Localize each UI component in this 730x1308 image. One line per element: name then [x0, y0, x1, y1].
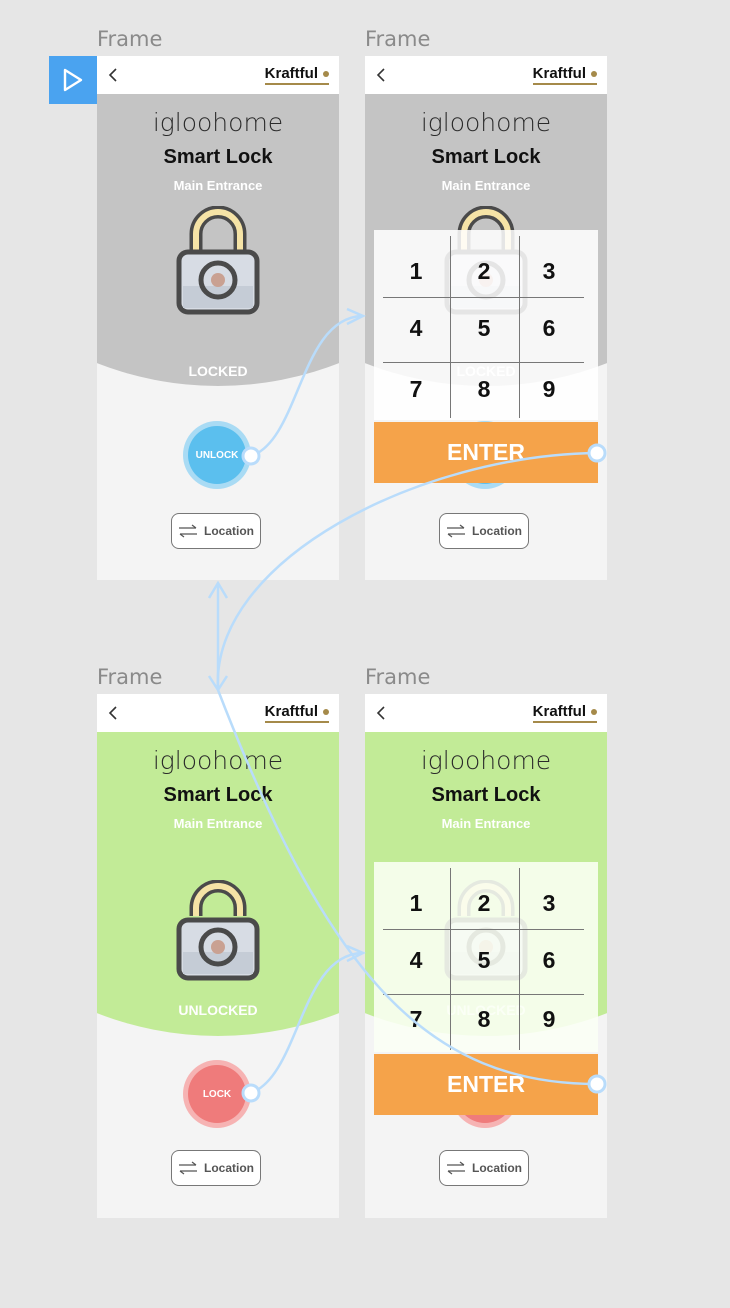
screen-unlocked: Kraftful igloohome Smart Lock Main Entra… [97, 694, 339, 1218]
keypad-key-6[interactable]: 6 [542, 314, 556, 341]
top-bar: Kraftful [365, 694, 607, 732]
brand-dot-icon [591, 709, 597, 716]
lock-status: LOCKED [188, 363, 248, 379]
lock-name: Main Entrance [173, 178, 263, 193]
brand-name: Kraftful [264, 703, 318, 720]
keypad-key-9[interactable]: 9 [542, 1005, 556, 1032]
keypad-key-8[interactable]: 8 [477, 375, 491, 402]
location-button-label: Location [472, 524, 522, 538]
keypad-key-5[interactable]: 5 [477, 314, 491, 341]
igloohome-logo: igloohome [152, 108, 284, 137]
frame-label: Frame [365, 27, 431, 51]
brand-logo: Kraftful [264, 703, 329, 723]
keypad-divider [450, 236, 451, 418]
brand-logo: Kraftful [532, 703, 597, 723]
keypad-key-4[interactable]: 4 [409, 946, 423, 973]
prototype-play-button[interactable] [49, 56, 97, 104]
location-button[interactable]: Location [171, 513, 261, 549]
swap-arrows-icon [447, 1161, 465, 1175]
top-bar: Kraftful [365, 56, 607, 94]
keypad-key-8[interactable]: 8 [477, 1005, 491, 1032]
unlocked-padlock-icon [176, 880, 260, 981]
igloohome-logo: igloohome [152, 746, 284, 775]
page-title: Smart Lock [163, 146, 273, 168]
enter-button[interactable]: ENTER [374, 1054, 598, 1115]
keypad-divider [383, 297, 584, 298]
pin-keypad: 1 2 3 4 5 6 7 8 9 [374, 862, 598, 1052]
play-icon [63, 68, 83, 92]
keypad-key-1[interactable]: 1 [409, 257, 423, 284]
frame-label: Frame [365, 665, 431, 689]
lock-status: UNLOCKED [178, 1002, 258, 1018]
screen-unlocked-keypad: Kraftful igloohome Smart Lock Main Entra… [365, 694, 607, 1218]
igloohome-logo: igloohome [420, 108, 552, 137]
keypad-key-2[interactable]: 2 [477, 257, 491, 284]
screen-locked-keypad: Kraftful igloohome Smart Lock Main Entra… [365, 56, 607, 580]
brand-dot-icon [323, 709, 329, 716]
brand-logo: Kraftful [532, 65, 597, 85]
back-arrow-icon[interactable] [373, 704, 391, 722]
brand-dot-icon [591, 71, 597, 78]
keypad-key-6[interactable]: 6 [542, 946, 556, 973]
keypad-key-3[interactable]: 3 [542, 889, 556, 916]
brand-dot-icon [323, 71, 329, 78]
location-button[interactable]: Location [171, 1150, 261, 1186]
lock-button-ring: LOCK [183, 1060, 251, 1128]
unlock-button[interactable]: UNLOCK [188, 426, 246, 484]
unlock-button-ring: UNLOCK [183, 421, 251, 489]
keypad-key-7[interactable]: 7 [409, 1005, 423, 1032]
lock-button[interactable]: LOCK [188, 1065, 246, 1123]
lock-name: Main Entrance [441, 816, 531, 831]
lock-name: Main Entrance [173, 816, 263, 831]
keypad-key-5[interactable]: 5 [477, 946, 491, 973]
frame-label: Frame [97, 665, 163, 689]
locked-padlock-icon [176, 206, 260, 315]
back-arrow-icon[interactable] [105, 704, 123, 722]
connector-arrowhead [346, 944, 366, 963]
page-title: Smart Lock [431, 146, 541, 168]
connector-arrowhead [207, 580, 229, 599]
igloohome-logo: igloohome [420, 746, 552, 775]
top-bar: Kraftful [97, 694, 339, 732]
lock-name: Main Entrance [441, 178, 531, 193]
back-arrow-icon[interactable] [373, 66, 391, 84]
brand-name: Kraftful [532, 65, 586, 82]
enter-button[interactable]: ENTER [374, 422, 598, 483]
frame-label: Frame [97, 27, 163, 51]
keypad-divider [383, 362, 584, 363]
connector-arrowhead [207, 675, 229, 693]
keypad-key-9[interactable]: 9 [542, 375, 556, 402]
location-button[interactable]: Location [439, 513, 529, 549]
back-arrow-icon[interactable] [105, 66, 123, 84]
swap-arrows-icon [447, 524, 465, 538]
keypad-key-1[interactable]: 1 [409, 889, 423, 916]
location-button[interactable]: Location [439, 1150, 529, 1186]
page-title: Smart Lock [431, 784, 541, 806]
location-button-label: Location [204, 524, 254, 538]
keypad-key-4[interactable]: 4 [409, 314, 423, 341]
keypad-key-2[interactable]: 2 [477, 889, 491, 916]
keypad-key-7[interactable]: 7 [409, 375, 423, 402]
swap-arrows-icon [179, 1161, 197, 1175]
keypad-key-3[interactable]: 3 [542, 257, 556, 284]
connector-arrowhead [346, 307, 366, 326]
screen-locked: Kraftful igloohome Smart Lock Main Entra… [97, 56, 339, 580]
brand-logo: Kraftful [264, 65, 329, 85]
location-button-label: Location [472, 1161, 522, 1175]
pin-keypad: 1 2 3 4 5 6 7 8 9 [374, 230, 598, 420]
keypad-divider [519, 236, 520, 418]
top-bar: Kraftful [97, 56, 339, 94]
location-button-label: Location [204, 1161, 254, 1175]
brand-name: Kraftful [264, 65, 318, 82]
swap-arrows-icon [179, 524, 197, 538]
brand-name: Kraftful [532, 703, 586, 720]
page-title: Smart Lock [163, 784, 273, 806]
